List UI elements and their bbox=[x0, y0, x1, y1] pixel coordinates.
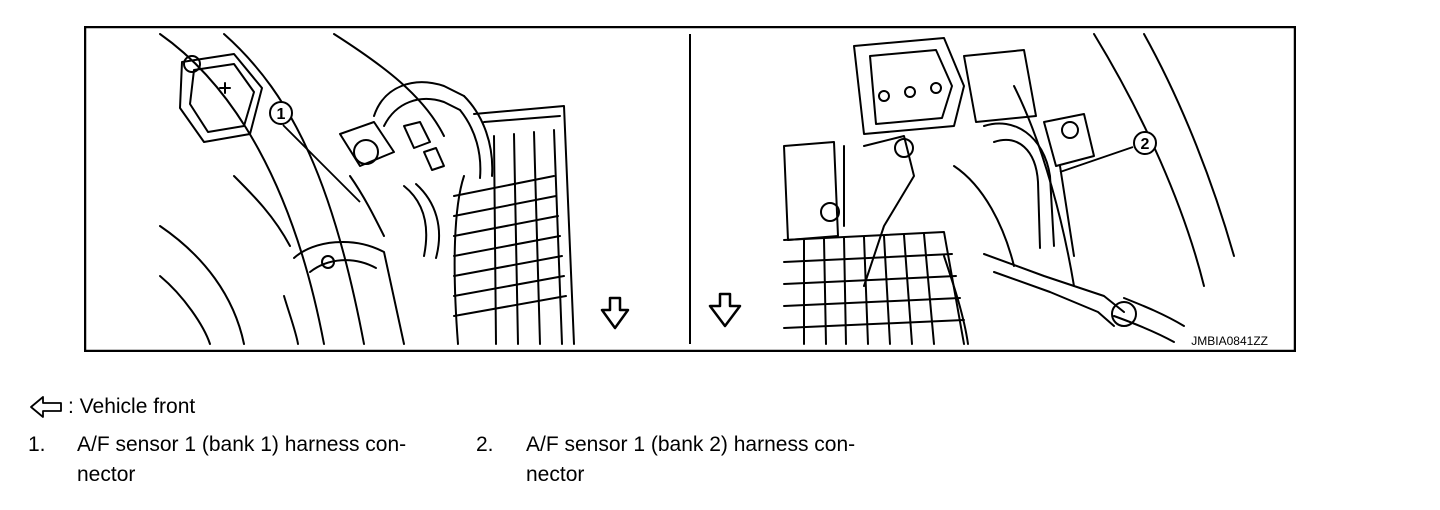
engine-illustration: 1 2 JMBIA0841ZZ bbox=[84, 26, 1296, 352]
vehicle-front-arrow-left bbox=[600, 296, 630, 330]
legend-item-2: 2. A/F sensor 1 (bank 2) harness con- ne… bbox=[476, 430, 916, 490]
legend-item-1: 1. A/F sensor 1 (bank 1) harness con- ne… bbox=[28, 430, 458, 490]
legend-item-2-line1: A/F sensor 1 (bank 2) harness con- bbox=[526, 433, 856, 456]
legend-item-1-line1: A/F sensor 1 (bank 1) harness con- bbox=[77, 433, 407, 456]
right-panel-bank2 bbox=[708, 33, 1235, 345]
vehicle-front-label: : Vehicle front bbox=[68, 395, 196, 418]
vehicle-front-arrow-icon bbox=[30, 396, 62, 418]
left-panel-bank1 bbox=[159, 33, 630, 345]
callout-2-number: 2 bbox=[1141, 136, 1150, 153]
legend-item-2-number: 2. bbox=[476, 433, 494, 456]
callout-1 bbox=[269, 101, 361, 203]
legend-item-2-line2: nector bbox=[526, 463, 585, 486]
image-code: JMBIA0841ZZ bbox=[1191, 334, 1268, 348]
legend-item-2-text: A/F sensor 1 (bank 2) harness con- necto… bbox=[526, 430, 855, 490]
callout-1-number: 1 bbox=[277, 106, 286, 123]
legend-item-1-text: A/F sensor 1 (bank 1) harness con- necto… bbox=[77, 430, 406, 490]
legend-vehicle-front: : Vehicle front bbox=[28, 394, 195, 420]
legend-item-1-line2: nector bbox=[77, 463, 136, 486]
vehicle-front-arrow-right bbox=[708, 292, 742, 328]
legend-item-1-number: 1. bbox=[28, 433, 46, 456]
callout-2 bbox=[1059, 131, 1157, 173]
